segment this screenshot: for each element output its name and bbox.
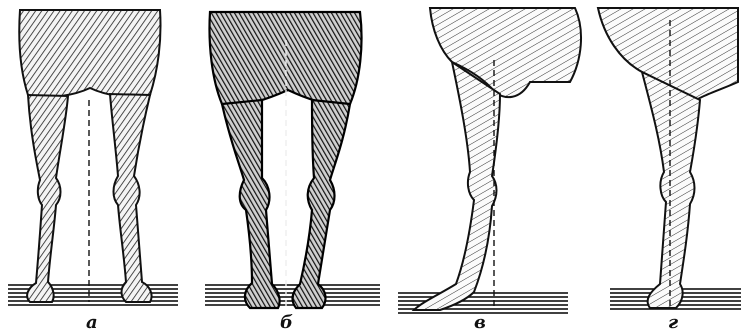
caption-b: б [280, 312, 293, 333]
panel-c [398, 8, 581, 314]
left-leg [222, 100, 280, 308]
front-leg [414, 62, 500, 310]
horse-chest [19, 10, 160, 97]
caption-a: а [86, 312, 98, 333]
caption-d: г [668, 312, 678, 333]
panel-b [205, 12, 380, 308]
horse-body [430, 8, 581, 97]
panel-d [598, 8, 741, 312]
left-leg [27, 95, 68, 302]
right-leg [110, 94, 152, 302]
panel-a [8, 10, 178, 306]
front-leg [642, 72, 700, 308]
caption-c: в [474, 312, 486, 333]
right-leg [293, 100, 350, 308]
